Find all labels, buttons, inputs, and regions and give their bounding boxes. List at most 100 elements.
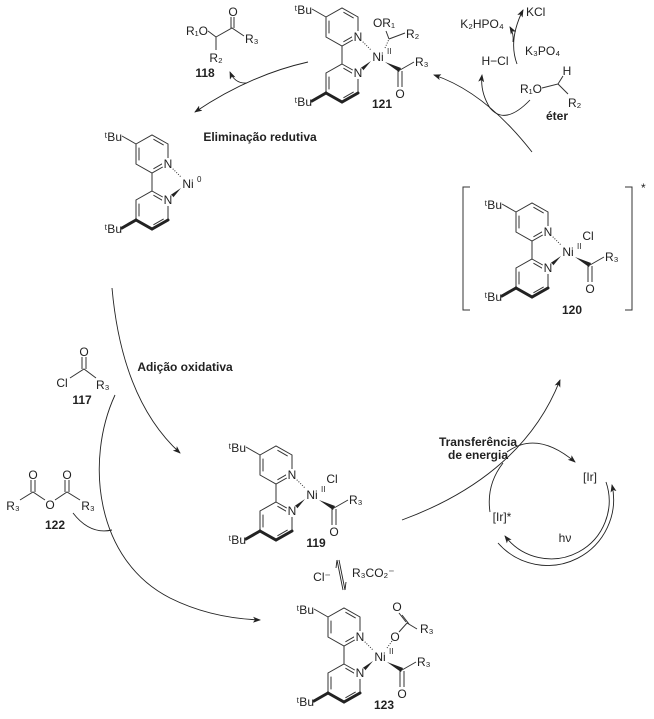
- oxygen-label: O: [392, 600, 401, 614]
- double-bond: [518, 262, 544, 294]
- carboxylate-bonds: [398, 612, 418, 633]
- r3-label: R₃: [245, 32, 259, 46]
- double-bond: [518, 206, 544, 238]
- ether-reagent: R₁O H R₂ éter: [520, 64, 582, 123]
- or1-label: OR₁: [373, 16, 395, 30]
- tbu-label: ᵗBu: [485, 198, 502, 212]
- double-bond: [138, 194, 164, 226]
- hashed-bond: [384, 38, 390, 49]
- oxygen-label: O: [62, 468, 71, 482]
- label-mask: [354, 631, 366, 643]
- bold-bond: [258, 529, 294, 542]
- compound-118: R₁O O R₃ R₂ 118: [186, 5, 259, 80]
- r3-label: R₃: [415, 55, 429, 69]
- compound-number: 119: [306, 536, 326, 550]
- oxygen-label: O: [28, 468, 37, 482]
- r2-label: R₂: [406, 27, 420, 41]
- r3-label: R₃: [420, 622, 434, 636]
- tbu-label: ᵗBu: [297, 695, 314, 709]
- acyl-bonds: [397, 61, 415, 87]
- r1o-label: R₁O: [186, 24, 208, 38]
- r3-label: R₃: [349, 493, 363, 507]
- r3-label: R₃: [96, 378, 110, 392]
- nickel-label: Ni: [374, 650, 385, 664]
- tbu-label: ᵗBu: [295, 95, 312, 109]
- step-energy-transfer-line2: de energia: [448, 448, 508, 462]
- nitrogen-label: N: [164, 193, 173, 207]
- tbu-bond: [500, 286, 518, 298]
- tbu-bond: [312, 691, 330, 703]
- step-energy-transfer: Transferência: [439, 435, 517, 449]
- equilibrium-back-arrow: [335, 559, 344, 591]
- nitrogen-label: N: [544, 261, 553, 275]
- label-mask: [286, 505, 298, 517]
- arrow-ir-excited: [488, 462, 504, 513]
- hashed-bond: [360, 39, 372, 51]
- k2hpo4-label: K₂HPO₄: [460, 17, 504, 31]
- nickel-label: Ni: [372, 50, 383, 64]
- nitrogen-label: N: [164, 157, 173, 171]
- bold-bond: [324, 91, 360, 104]
- oxidation-state-label: II: [577, 242, 581, 251]
- oxygen-label: O: [45, 498, 54, 512]
- compound-number: 122: [45, 518, 65, 532]
- tbu-label: ᵗBu: [295, 3, 312, 17]
- double-bond: [138, 138, 164, 170]
- ether-label: éter: [546, 109, 568, 123]
- tbu-label: ᵗBu: [105, 222, 122, 236]
- chloride-label: Cl⁻: [313, 570, 331, 584]
- wedge-bond: [387, 662, 404, 672]
- compound-number: 117: [72, 393, 92, 407]
- tbu-bond: [245, 446, 261, 456]
- bold-bond: [514, 286, 550, 299]
- oxygen-label: O: [329, 525, 338, 539]
- arrow-121-to-ni0: [194, 61, 309, 113]
- oxidation-state-label: II: [321, 485, 325, 494]
- iridium-excited-label: [Ir]*: [493, 510, 512, 524]
- label-mask: [162, 158, 174, 170]
- wedge-bond: [385, 62, 402, 72]
- kcl-label: KCl: [526, 5, 545, 19]
- r3-label: R₃: [605, 250, 619, 264]
- compound-117: Cl O R₃ 117: [56, 345, 109, 407]
- step-reductive-elimination: Eliminação redutiva: [203, 130, 317, 144]
- oxidation-state-label: II: [389, 647, 393, 656]
- arrow-122-join: [72, 512, 113, 532]
- oxygen-label: O: [397, 687, 406, 701]
- hashed-bond: [362, 639, 374, 651]
- tbu-label: ᵗBu: [485, 290, 502, 304]
- arrow-119-to-120: [401, 379, 561, 521]
- arrow-ether-to-hcl: [478, 74, 531, 116]
- wedge-bond: [319, 500, 336, 510]
- compound-number: 118: [195, 66, 215, 80]
- chlorine-label: Cl: [582, 229, 593, 243]
- compound-122: R₃ O O O R₃ 122: [6, 468, 95, 532]
- arrow-120-to-121: [433, 74, 533, 153]
- oxidation-state-label: 0: [197, 175, 202, 184]
- step-oxidative-addition: Adição oxidativa: [137, 360, 233, 374]
- double-bond: [330, 611, 356, 643]
- tbu-bond: [311, 8, 327, 18]
- carboxylate-label: R₃CO₂⁻: [352, 566, 395, 580]
- compound-number: 120: [562, 303, 582, 317]
- chlorine-label: Cl: [326, 472, 337, 486]
- label-mask: [286, 469, 298, 481]
- r2-label: R₂: [568, 96, 582, 110]
- tbu-label: ᵗBu: [229, 533, 246, 547]
- label-mask: [352, 67, 364, 79]
- label-mask: [352, 31, 364, 43]
- nitrogen-label: N: [356, 666, 365, 680]
- r3-label: R₃: [6, 499, 20, 513]
- double-bond: [328, 67, 354, 99]
- arrow-ir-energy-transfer: [506, 442, 576, 463]
- tbu-label: ᵗBu: [297, 603, 314, 617]
- tbu-bond: [244, 529, 262, 541]
- r2-label: R₂: [209, 51, 223, 65]
- double-bond: [328, 11, 354, 43]
- tbu-bond: [310, 91, 328, 103]
- nitrogen-label: N: [354, 30, 363, 44]
- nitrogen-label: N: [356, 630, 365, 644]
- chlorine-label: Cl: [56, 376, 67, 390]
